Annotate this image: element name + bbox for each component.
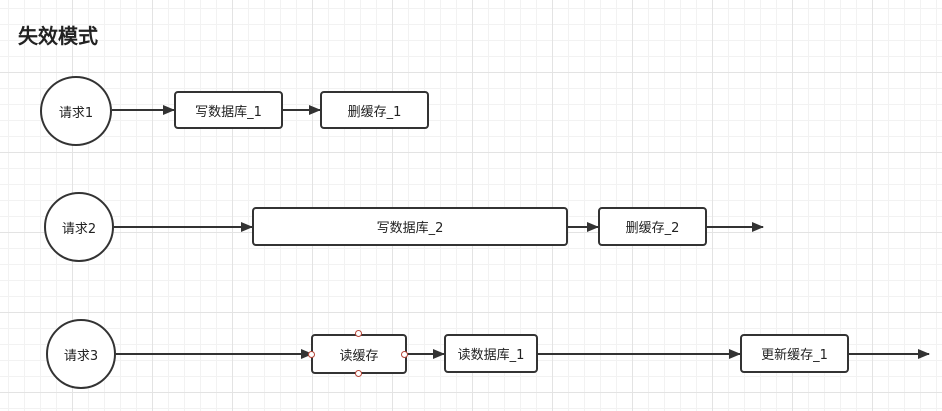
write-db-1-node[interactable]: 写数据库_1 xyxy=(174,91,283,129)
delete-cache-1-node[interactable]: 删缓存_1 xyxy=(320,91,429,129)
write-db-1-label: 写数据库_1 xyxy=(195,104,262,120)
connection-handle-right[interactable] xyxy=(401,351,408,358)
request-1-node[interactable]: 请求1 xyxy=(40,76,112,146)
request-1-label: 请求1 xyxy=(58,105,94,121)
delete-cache-2-node[interactable]: 删缓存_2 xyxy=(598,207,707,246)
write-db-2-node[interactable]: 写数据库_2 xyxy=(252,207,568,246)
request-3-label: 请求3 xyxy=(63,348,99,364)
request-3-node[interactable]: 请求3 xyxy=(46,319,116,389)
read-cache-label: 读缓存 xyxy=(339,348,379,364)
update-cache-1-node[interactable]: 更新缓存_1 xyxy=(740,334,849,373)
read-db-1-node[interactable]: 读数据库_1 xyxy=(444,334,538,373)
request-2-node[interactable]: 请求2 xyxy=(44,192,114,262)
read-cache-node[interactable]: 读缓存 xyxy=(311,334,407,374)
delete-cache-2-label: 删缓存_2 xyxy=(625,221,680,236)
connection-handle-left[interactable] xyxy=(308,351,315,358)
page-title: 失效模式 xyxy=(18,24,98,48)
read-db-1-label: 读数据库_1 xyxy=(457,348,525,363)
request-2-label: 请求2 xyxy=(61,221,97,237)
connection-handle-bottom[interactable] xyxy=(355,370,362,377)
delete-cache-1-label: 删缓存_1 xyxy=(347,104,402,120)
connection-handle-top[interactable] xyxy=(355,330,362,337)
update-cache-1-label: 更新缓存_1 xyxy=(761,348,828,363)
write-db-2-label: 写数据库_2 xyxy=(376,221,444,236)
